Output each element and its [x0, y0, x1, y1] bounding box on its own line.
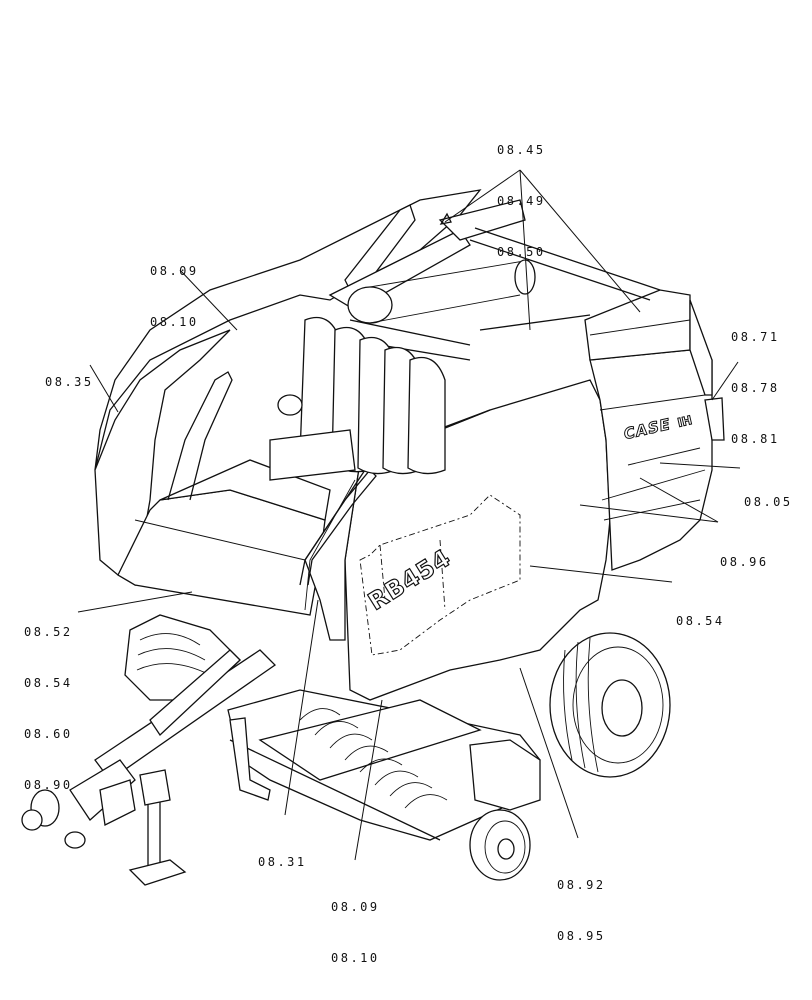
callout-08-54-left: 08.54: [24, 676, 73, 690]
gauge-wheel: [469, 809, 531, 881]
callout-08-78: 08.78: [731, 381, 780, 395]
callout-right-top-group: 08.71 08.78 08.81: [731, 295, 780, 465]
callout-08-71: 08.71: [731, 330, 780, 344]
callout-08-49: 08.49: [497, 194, 546, 208]
baler-body: [94, 189, 725, 701]
pickup-assembly: [227, 689, 541, 841]
callout-08-60: 08.60: [24, 727, 73, 741]
callout-08-92: 08.92: [557, 878, 606, 892]
callout-hood-group: 08.09 08.10: [150, 229, 199, 348]
callout-08-95: 08.95: [557, 929, 606, 943]
ih-logo-mark: IH: [676, 413, 694, 431]
callout-08-09-hood: 08.09: [150, 264, 199, 278]
callout-08-50: 08.50: [497, 245, 546, 259]
callout-08-09-bottom: 08.09: [331, 900, 380, 914]
callout-0896-group: 08.96: [720, 520, 769, 588]
callout-08-10-hood: 08.10: [150, 315, 199, 329]
jack-stand: [128, 769, 187, 886]
callout-08-81: 08.81: [731, 432, 780, 446]
callout-0831-group: 08.31: [258, 820, 307, 888]
callout-0892-group: 08.92 08.95: [557, 843, 606, 962]
callout-left-mid-group: 08.52 08.54 08.60 08.90: [24, 590, 73, 811]
callout-08-45: 08.45: [497, 143, 546, 157]
main-tyre: [549, 632, 671, 778]
callout-08-96: 08.96: [720, 555, 769, 569]
callout-08-35: 08.35: [45, 375, 94, 389]
callout-08-90: 08.90: [24, 778, 73, 792]
drawbar: [21, 649, 277, 849]
callout-08-31: 08.31: [258, 855, 307, 869]
callout-left-group: 08.35: [45, 340, 94, 408]
callout-0854-group: 08.54: [676, 579, 725, 647]
leader-lines: [77, 169, 741, 861]
callout-0805-group: 08.05: [744, 460, 793, 528]
belts: [299, 316, 446, 475]
callout-08-52: 08.52: [24, 625, 73, 639]
dashed-decal-outline: [359, 494, 521, 656]
callout-08-10-bottom: 08.10: [331, 951, 380, 965]
callout-top-group: 08.45 08.49 08.50: [497, 108, 546, 278]
callout-08-05: 08.05: [744, 495, 793, 509]
callout-bottom-mid-group: 08.09 08.10: [331, 865, 380, 984]
callout-08-54-right: 08.54: [676, 614, 725, 628]
